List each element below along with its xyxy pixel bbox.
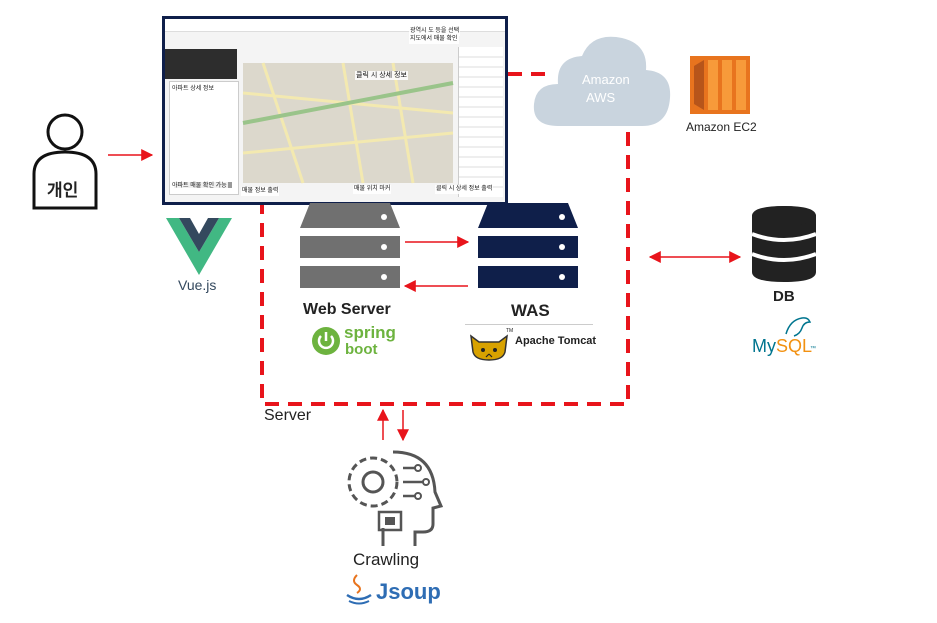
person-icon [32, 113, 98, 210]
aws-label-1: Amazon [582, 72, 630, 87]
aws-cloud-icon [533, 36, 671, 126]
person-label: 개인 [47, 181, 79, 200]
vue-logo-icon [166, 218, 232, 275]
tomcat-logo-icon [470, 334, 508, 361]
note-map: 지도에서 매물 확인 [409, 35, 459, 44]
spring-boot-label: boot [345, 341, 378, 358]
note-detail: 아파트 상세 정보 [171, 85, 215, 94]
listing-rows [459, 56, 503, 188]
ec2-label: Amazon EC2 [686, 120, 757, 134]
map-area [242, 62, 454, 184]
detail-panel [169, 81, 239, 195]
mysql-label-my: My [752, 336, 776, 356]
spring-logo-icon [312, 327, 340, 355]
app-sidebar [165, 49, 237, 79]
crawling-ai-head-icon [347, 450, 444, 546]
spring-label: spring [344, 323, 396, 342]
note-region: 광역시 도 등을 선택 [409, 27, 461, 36]
was-icon [478, 203, 578, 288]
was-label: WAS [511, 301, 550, 320]
server-label: Server [264, 407, 312, 424]
server-boundary [260, 118, 630, 406]
tomcat-tm: TM [506, 328, 514, 334]
note-click: 클릭 시 상세 정보 [355, 71, 408, 80]
note-marker: 매물 위치 마커 [353, 185, 392, 194]
ec2-icon [690, 56, 750, 114]
mysql-label-sql: SQL [776, 336, 813, 356]
jsoup-label: Jsoup [376, 579, 441, 604]
note-listing: 아파트 매물 확인 가능 [171, 182, 228, 191]
map-roads [242, 62, 454, 184]
vue-label: Vue.js [178, 277, 217, 293]
web-server-icon [300, 203, 400, 288]
tomcat-label: Apache Tomcat [515, 335, 597, 347]
db-label: DB [773, 288, 795, 305]
client-screenshot: 광역시 도 등을 선택 지도에서 매물 확인 클릭 시 상세 정보 아파트 상세… [162, 16, 508, 205]
java-cup-icon [346, 574, 372, 605]
database-icon [751, 206, 817, 282]
aws-label-2: AWS [586, 90, 616, 105]
mysql-dolphin-icon [785, 317, 812, 337]
note-output: 매물 정보 출력 [241, 187, 280, 196]
crawling-label: Crawling [353, 550, 420, 569]
note-click-detail: 클릭 시 상세 정보 출력 [435, 185, 494, 194]
mysql-tm: ™ [810, 346, 816, 352]
listing-panel [458, 47, 503, 197]
web-server-label: Web Server [303, 301, 391, 318]
was-divider [465, 324, 593, 325]
